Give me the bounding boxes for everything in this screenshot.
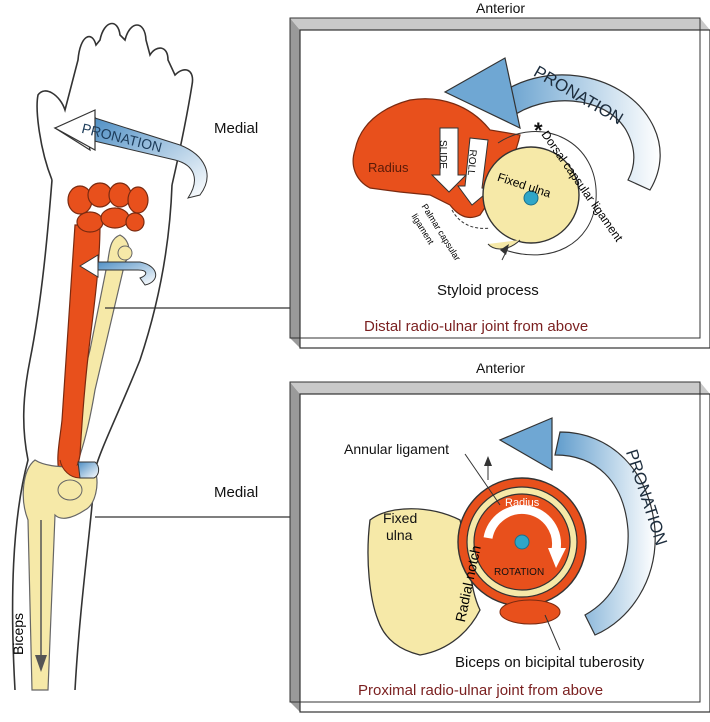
carpal-bones <box>67 182 149 233</box>
slide-label: SLIDE <box>437 140 448 169</box>
radius-label-distal: Radius <box>368 160 409 175</box>
anterior-label-proximal: Anterior <box>476 360 526 376</box>
rotation-arrow-elbow <box>77 461 100 479</box>
biceps-label: Biceps <box>10 612 26 655</box>
fixed-label: Fixed <box>383 510 418 526</box>
radius-label-proximal: Radius <box>505 497 540 509</box>
rotation-arrow-forearm <box>94 261 157 286</box>
distal-caption: Distal radio-ulnar joint from above <box>364 318 589 335</box>
ulna-label: ulna <box>386 527 413 543</box>
roll-label: ROLL <box>464 149 478 177</box>
medial-label-top: Medial <box>214 120 259 137</box>
proximal-ulna-shape <box>367 508 481 656</box>
styloid-process-label: Styloid process <box>437 282 539 299</box>
asterisk-label: * <box>534 118 543 143</box>
anterior-label-distal: Anterior <box>476 0 526 16</box>
medial-label-bottom: Medial <box>214 484 259 501</box>
pronation-arrow-proximal <box>498 417 656 636</box>
rotation-label: ROTATION <box>494 567 545 578</box>
proximal-caption: Proximal radio-ulnar joint from above <box>358 682 604 699</box>
arm-outline <box>11 22 194 691</box>
pronation-arrow-distal <box>443 57 661 191</box>
pronation-arrow-wrist <box>53 109 208 199</box>
biceps-on-tuberosity-label: Biceps on bicipital tuberosity <box>455 654 645 671</box>
forearm-bones <box>22 182 149 691</box>
annular-ligament-label: Annular ligament <box>344 441 450 457</box>
